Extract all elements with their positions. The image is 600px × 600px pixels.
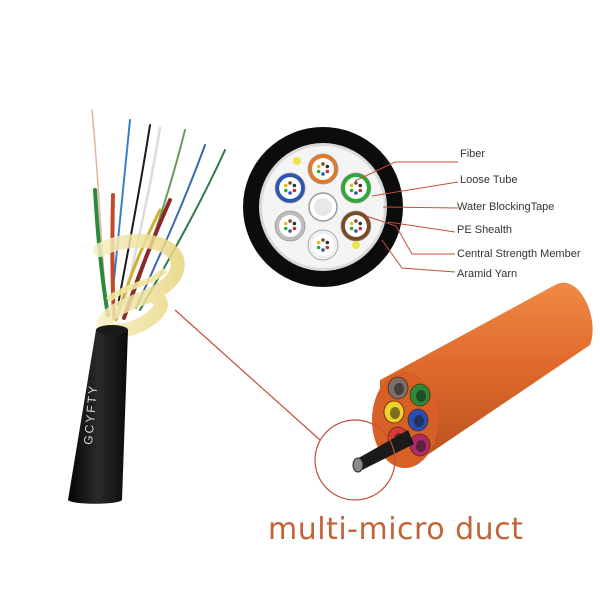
- stripped-cable: GCYFTY: [68, 109, 226, 504]
- caption-multi-micro-duct: multi-micro duct: [268, 512, 524, 547]
- fiber-dot: [354, 219, 358, 223]
- fiber-dot: [283, 188, 288, 193]
- cable-cross-section: [243, 127, 403, 287]
- inserted-cable: [355, 430, 414, 470]
- filler-yellow-1: [293, 157, 301, 165]
- fiber-dot: [316, 164, 321, 169]
- fiber-dot: [316, 240, 321, 245]
- loose-tube-gel: [344, 177, 367, 199]
- fiber-dot: [358, 188, 363, 193]
- label-aramid-yarn: Aramid Yarn: [457, 268, 518, 280]
- fiber-dot: [316, 245, 321, 250]
- loose-tubes: [274, 153, 372, 261]
- label-central-strength-member: Central Strength Member: [457, 248, 581, 260]
- duct-inner-tube-bore: [394, 383, 404, 395]
- fiber-dot: [321, 248, 325, 252]
- fiber-dot: [349, 221, 354, 226]
- fiber-dot: [325, 245, 330, 250]
- label-pe-sheath: PE Shealth: [457, 224, 513, 236]
- fiber-dot: [349, 226, 354, 231]
- fiber-dot: [358, 221, 363, 226]
- fiber-dot: [358, 183, 363, 188]
- leader-lines: [354, 161, 459, 273]
- fiber-dot: [292, 183, 297, 188]
- cable-print: GCYFTY: [81, 384, 100, 446]
- label-loose-tube: Loose Tube: [460, 174, 518, 186]
- micro-duct: [352, 282, 593, 473]
- fiber-dot: [292, 226, 297, 231]
- fiber-dot: [349, 188, 354, 193]
- fiber-dot: [288, 191, 292, 195]
- fiber-dot: [316, 169, 321, 174]
- duct-inner-tube-bore: [416, 440, 426, 452]
- fiber-dot: [358, 226, 363, 231]
- loose-tube-gel: [279, 177, 302, 199]
- fiber-dot: [283, 226, 288, 231]
- label-water-blocking-tape: Water BlockingTape: [457, 201, 555, 213]
- fiber-dot: [354, 181, 358, 185]
- duct-inner-tube-bore: [414, 415, 424, 427]
- zoom-connector: [174, 309, 321, 441]
- aramid-yarn-wrap: [93, 233, 185, 338]
- fiber-dot: [283, 183, 288, 188]
- fiber-dot: [325, 164, 330, 169]
- fiber-dot: [288, 229, 292, 233]
- fiber-dot: [349, 183, 354, 188]
- duct-inner-tube-bore: [390, 407, 400, 419]
- fiber-dot: [283, 221, 288, 226]
- loose-tube-gel: [312, 158, 334, 180]
- label-fiber: Fiber: [460, 148, 486, 160]
- fiber-dot: [354, 191, 358, 195]
- cable-jacket: [68, 330, 128, 504]
- fiber-dot: [292, 188, 297, 193]
- fiber-dot: [325, 240, 330, 245]
- duct-inner-tube-bore: [416, 390, 426, 402]
- filler-yellow-2: [352, 241, 360, 249]
- fiber-dot: [354, 229, 358, 233]
- fiber-dot: [292, 221, 297, 226]
- fiber-dot: [321, 172, 325, 176]
- fiber-dot: [288, 181, 292, 185]
- loose-tube-gel: [344, 215, 367, 237]
- loose-tube-gel: [312, 234, 334, 256]
- fiber-dot: [321, 238, 325, 242]
- zoom-circle: [314, 419, 396, 501]
- loose-tube-gel: [279, 215, 302, 237]
- fiber-dot: [325, 169, 330, 174]
- fiber-dot: [321, 162, 325, 166]
- fiber-dot: [288, 219, 292, 223]
